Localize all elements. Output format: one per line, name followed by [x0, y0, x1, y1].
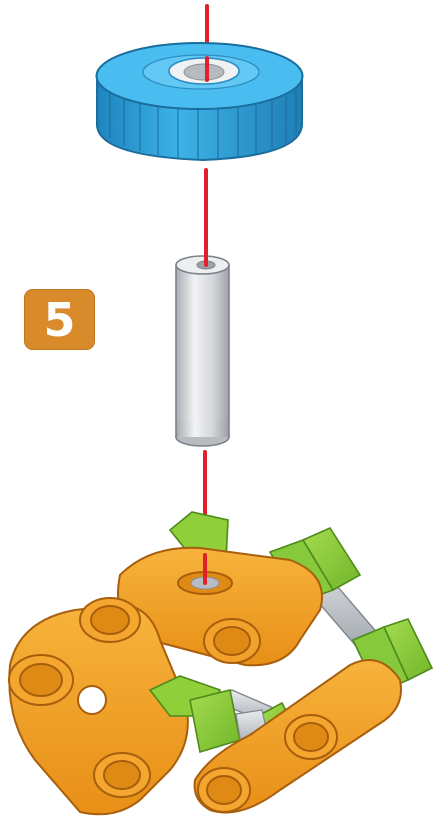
orange-frame-assembly-icon: [9, 512, 432, 814]
tire-wheel-icon: [97, 43, 303, 160]
step-badge: 5: [24, 289, 95, 350]
step-number: 5: [24, 289, 95, 350]
metal-axle-spacer-icon: [176, 256, 229, 446]
